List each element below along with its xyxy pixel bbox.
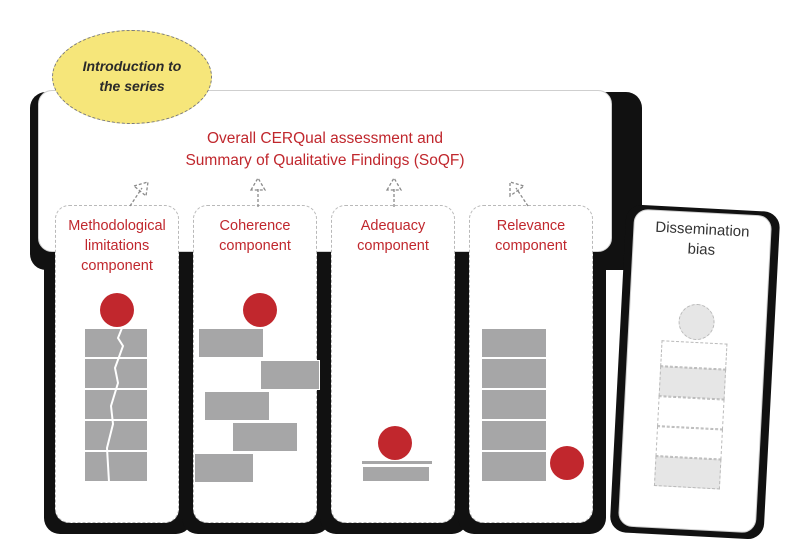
arrow-up-icon bbox=[509, 181, 529, 207]
wall-block bbox=[84, 420, 148, 451]
overall-title-line2: Summary of Qualitative Findings (SoQF) bbox=[185, 152, 465, 169]
ghost-block-filled bbox=[658, 366, 727, 400]
intro-bubble-text: Introduction to the series bbox=[82, 58, 182, 94]
label-methodological: Methodological limitations component bbox=[68, 218, 166, 274]
wall-block bbox=[481, 451, 547, 482]
wall-block bbox=[198, 328, 264, 358]
ghost-block bbox=[655, 426, 723, 460]
intro-bubble bbox=[52, 30, 212, 124]
ball-icon bbox=[378, 426, 412, 460]
label-relevance: Relevance component bbox=[495, 218, 567, 254]
overall-title: Overall CERQual assessment and Summary o… bbox=[150, 128, 500, 172]
wall-block bbox=[232, 422, 298, 452]
label-adequacy: Adequacy component bbox=[357, 218, 429, 254]
thin-slab bbox=[362, 461, 432, 464]
wall-block bbox=[204, 391, 270, 421]
ball-icon bbox=[550, 446, 584, 480]
wall-block bbox=[362, 466, 430, 482]
wall-block bbox=[84, 389, 148, 420]
ghost-block bbox=[660, 340, 728, 370]
crack-icon bbox=[105, 328, 125, 482]
wall-block bbox=[481, 328, 547, 358]
arrow-up-icon bbox=[385, 176, 403, 207]
label-coherence: Coherence component bbox=[219, 218, 291, 254]
wall-block bbox=[481, 420, 547, 451]
overall-title-line1: Overall CERQual assessment and bbox=[206, 130, 444, 147]
ghost-block-filled bbox=[653, 456, 722, 490]
ghost-block bbox=[657, 396, 725, 430]
wall-block bbox=[194, 453, 254, 483]
label-dissemination: Dissemination bias bbox=[654, 218, 750, 259]
wall-block bbox=[84, 328, 148, 358]
wall-block bbox=[84, 451, 148, 482]
wall-block bbox=[481, 358, 547, 389]
arrow-up-icon bbox=[249, 176, 267, 207]
arrow-up-icon bbox=[129, 181, 149, 207]
wall-block bbox=[260, 360, 320, 390]
ball-icon bbox=[100, 293, 134, 327]
ball-icon bbox=[243, 293, 277, 327]
wall-block bbox=[481, 389, 547, 420]
dissemination-card: Dissemination bias bbox=[609, 204, 781, 540]
